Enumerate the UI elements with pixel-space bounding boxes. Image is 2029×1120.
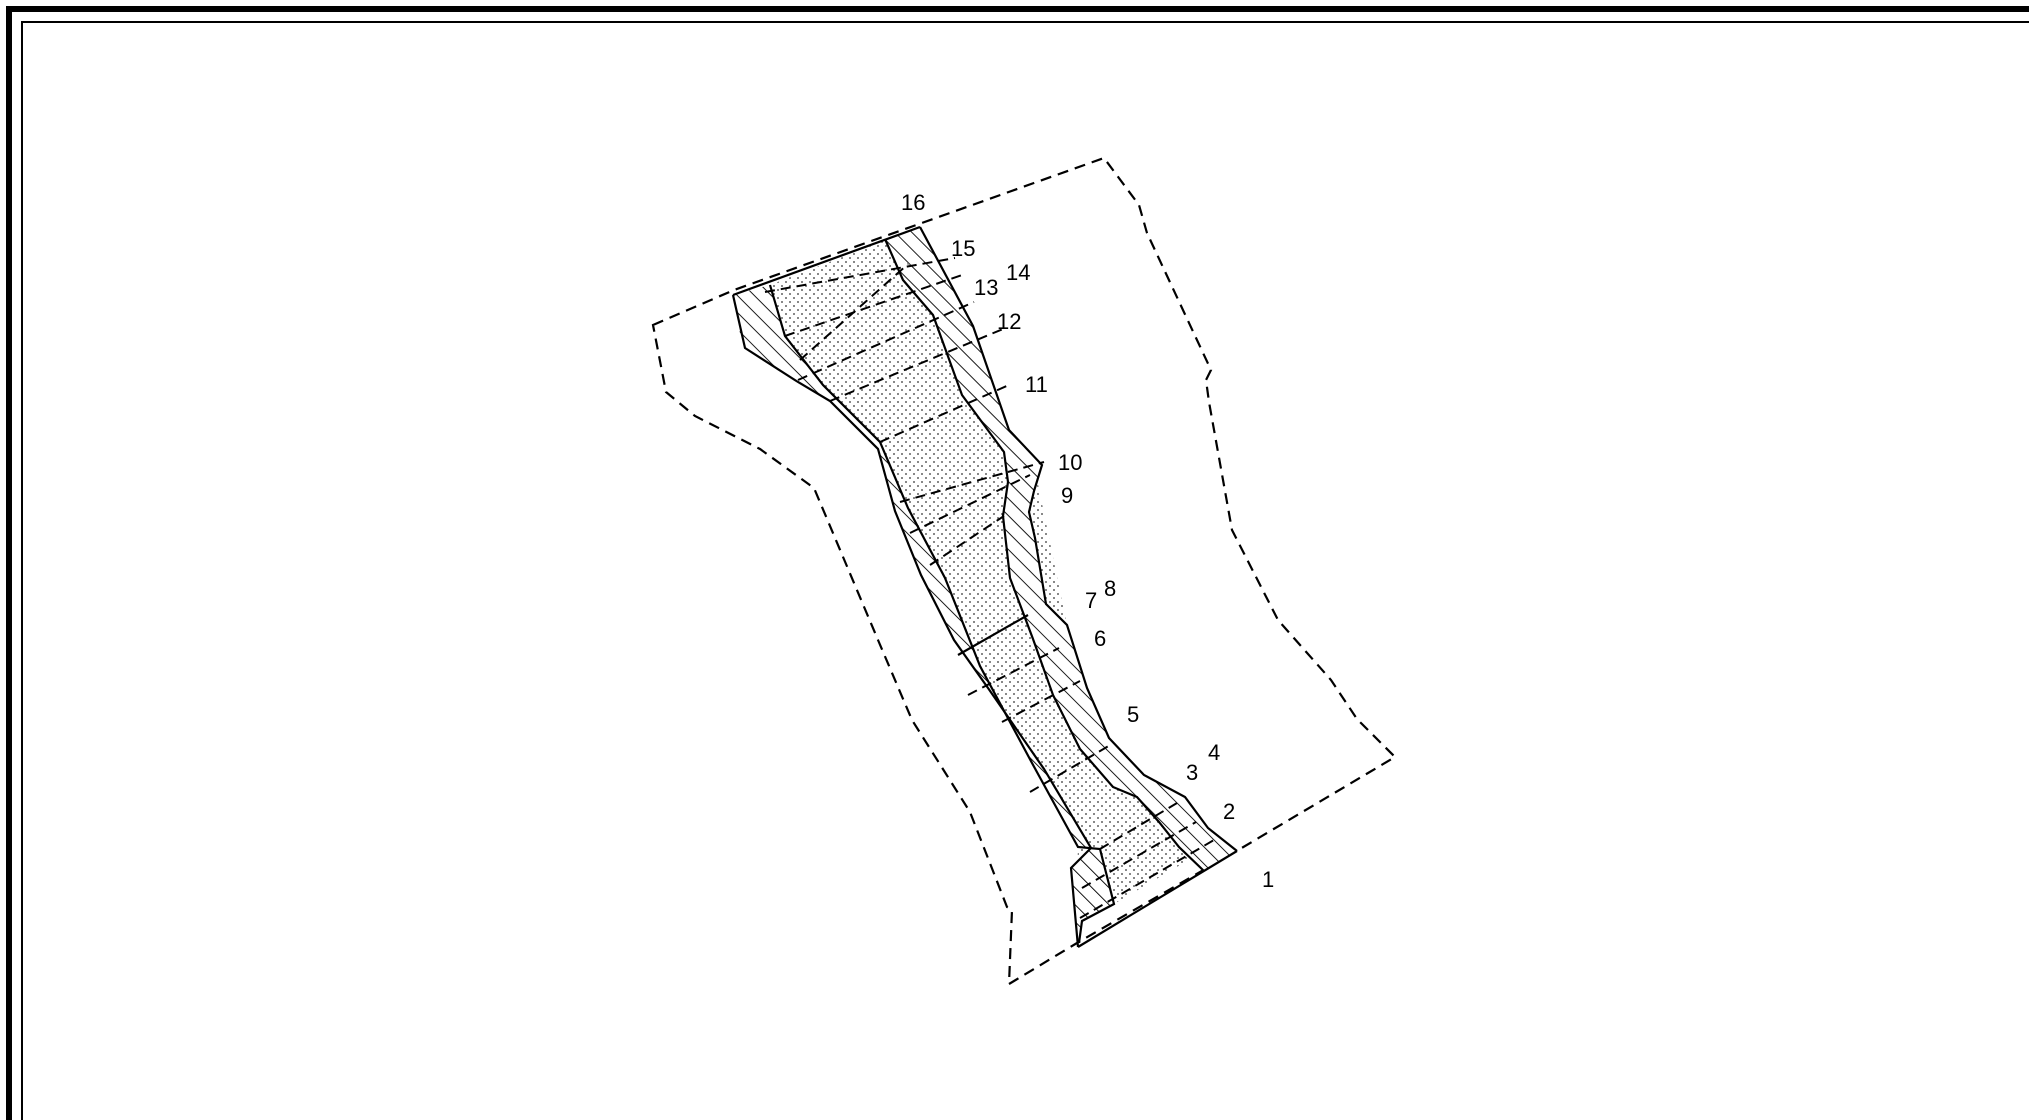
station-label-11: 11	[1025, 372, 1048, 397]
right-toe-edge	[883, 238, 1205, 872]
cross-section-lines	[764, 257, 1215, 919]
station-label-14: 14	[1006, 260, 1030, 285]
station-label-15: 15	[951, 236, 975, 261]
station-label-3: 3	[1186, 760, 1198, 785]
inner-border	[21, 21, 2029, 1120]
right-top-edge	[919, 226, 1238, 852]
section-7-line	[957, 614, 1029, 656]
station-label-7: 7	[1085, 588, 1097, 613]
station-label-4: 4	[1208, 740, 1220, 765]
station-label-6: 6	[1094, 626, 1106, 651]
right-bank-slope	[885, 227, 1237, 871]
outer-border	[6, 6, 2029, 1120]
left-bank-slope	[733, 285, 1114, 947]
station-labels: 1 2 3 4 5 6 7 8 9 10 11 12 13 14 15 16	[901, 190, 1274, 892]
section-16-line	[732, 225, 921, 297]
station-label-13: 13	[974, 275, 998, 300]
outer-boundary	[651, 156, 1397, 986]
station-label-5: 5	[1127, 702, 1139, 727]
station-label-1: 1	[1262, 867, 1274, 892]
station-label-9: 9	[1061, 483, 1073, 508]
station-label-16: 16	[901, 190, 925, 215]
section-1-line	[1077, 850, 1238, 948]
left-toe-edge	[768, 284, 1116, 944]
station-label-8: 8	[1104, 576, 1116, 601]
station-label-12: 12	[997, 309, 1021, 334]
station-label-10: 10	[1058, 450, 1082, 475]
channel-bed	[770, 227, 1209, 911]
station-label-2: 2	[1223, 799, 1235, 824]
